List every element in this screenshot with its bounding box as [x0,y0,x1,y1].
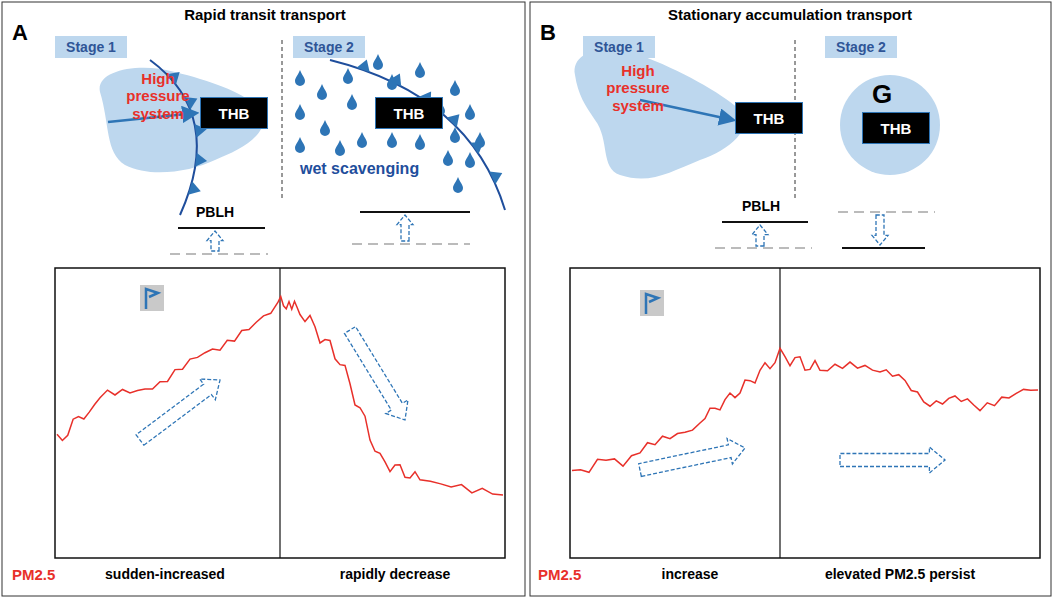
pblh-line [178,227,265,229]
chart-frame [55,268,505,558]
pblh-line [360,211,470,213]
high-pressure-blob [100,68,264,173]
region-box: THB [735,102,803,134]
high-pressure-blob [575,49,745,179]
trend-label: rapidly decrease [340,566,451,582]
high-pressure-circle [840,75,940,175]
chart-frame [570,268,1040,558]
pm25-line [572,348,1038,472]
pblh-previous [838,211,935,213]
cold-front [330,60,505,210]
pblh-previous [170,253,268,255]
pblh-line [842,247,925,249]
panel-letter: B [540,20,556,45]
stage-band: Stage 1 [55,36,127,58]
rain-drops [295,54,485,193]
trend-arrow [872,215,888,245]
pblh-line [722,221,808,223]
axis-label: PM2.5 [12,566,55,583]
process-label: wet scavenging [300,160,419,178]
node-text: Stage 1 [66,39,116,55]
divider [282,40,283,200]
pblh-label: PBLH [196,204,234,220]
region-box: THB [375,97,443,129]
region-box: THB [200,97,268,129]
flag-icon [640,290,664,316]
pblh-previous [352,243,470,245]
trend-arrow [840,447,945,473]
pm25-line [57,297,503,495]
trend-label: sudden-increased [105,566,225,582]
node-text: Stage 2 [836,39,886,55]
node-text: THB [219,105,250,122]
node-text: Stage 1 [594,39,644,55]
trend-label: elevated PM2.5 persist [825,566,975,582]
pblh-label: PBLH [742,198,780,214]
panel-frame [2,2,525,596]
node-text: THB [394,105,425,122]
axis-label: PM2.5 [538,566,581,583]
node-text: THB [754,110,785,127]
panel-title: Rapid transit transport [184,6,346,23]
trend-label: increase [662,566,719,582]
system-label: High pressure system [108,70,208,122]
trend-arrow [752,225,768,246]
trend-arrow [639,438,745,476]
panel-frame [530,2,1051,596]
trend-arrow [136,379,220,445]
divider [279,268,280,558]
node-text: THB [881,120,912,137]
node-text: Stage 2 [304,39,354,55]
system-label: High pressure system [588,62,688,114]
panel-letter: A [12,20,28,45]
region-box: THB [862,112,930,144]
trend-arrow [207,231,223,251]
pblh-previous [715,247,812,249]
trend-arrow [397,215,413,241]
flag-icon [140,285,164,311]
pressure-symbol: G [872,80,892,110]
stage-band: Stage 2 [825,36,897,58]
stage-band: Stage 2 [293,36,365,58]
divider [779,268,780,558]
trend-arrow [344,327,408,420]
panel-title: Stationary accumulation transport [668,6,912,23]
stage-band: Stage 1 [583,36,655,58]
